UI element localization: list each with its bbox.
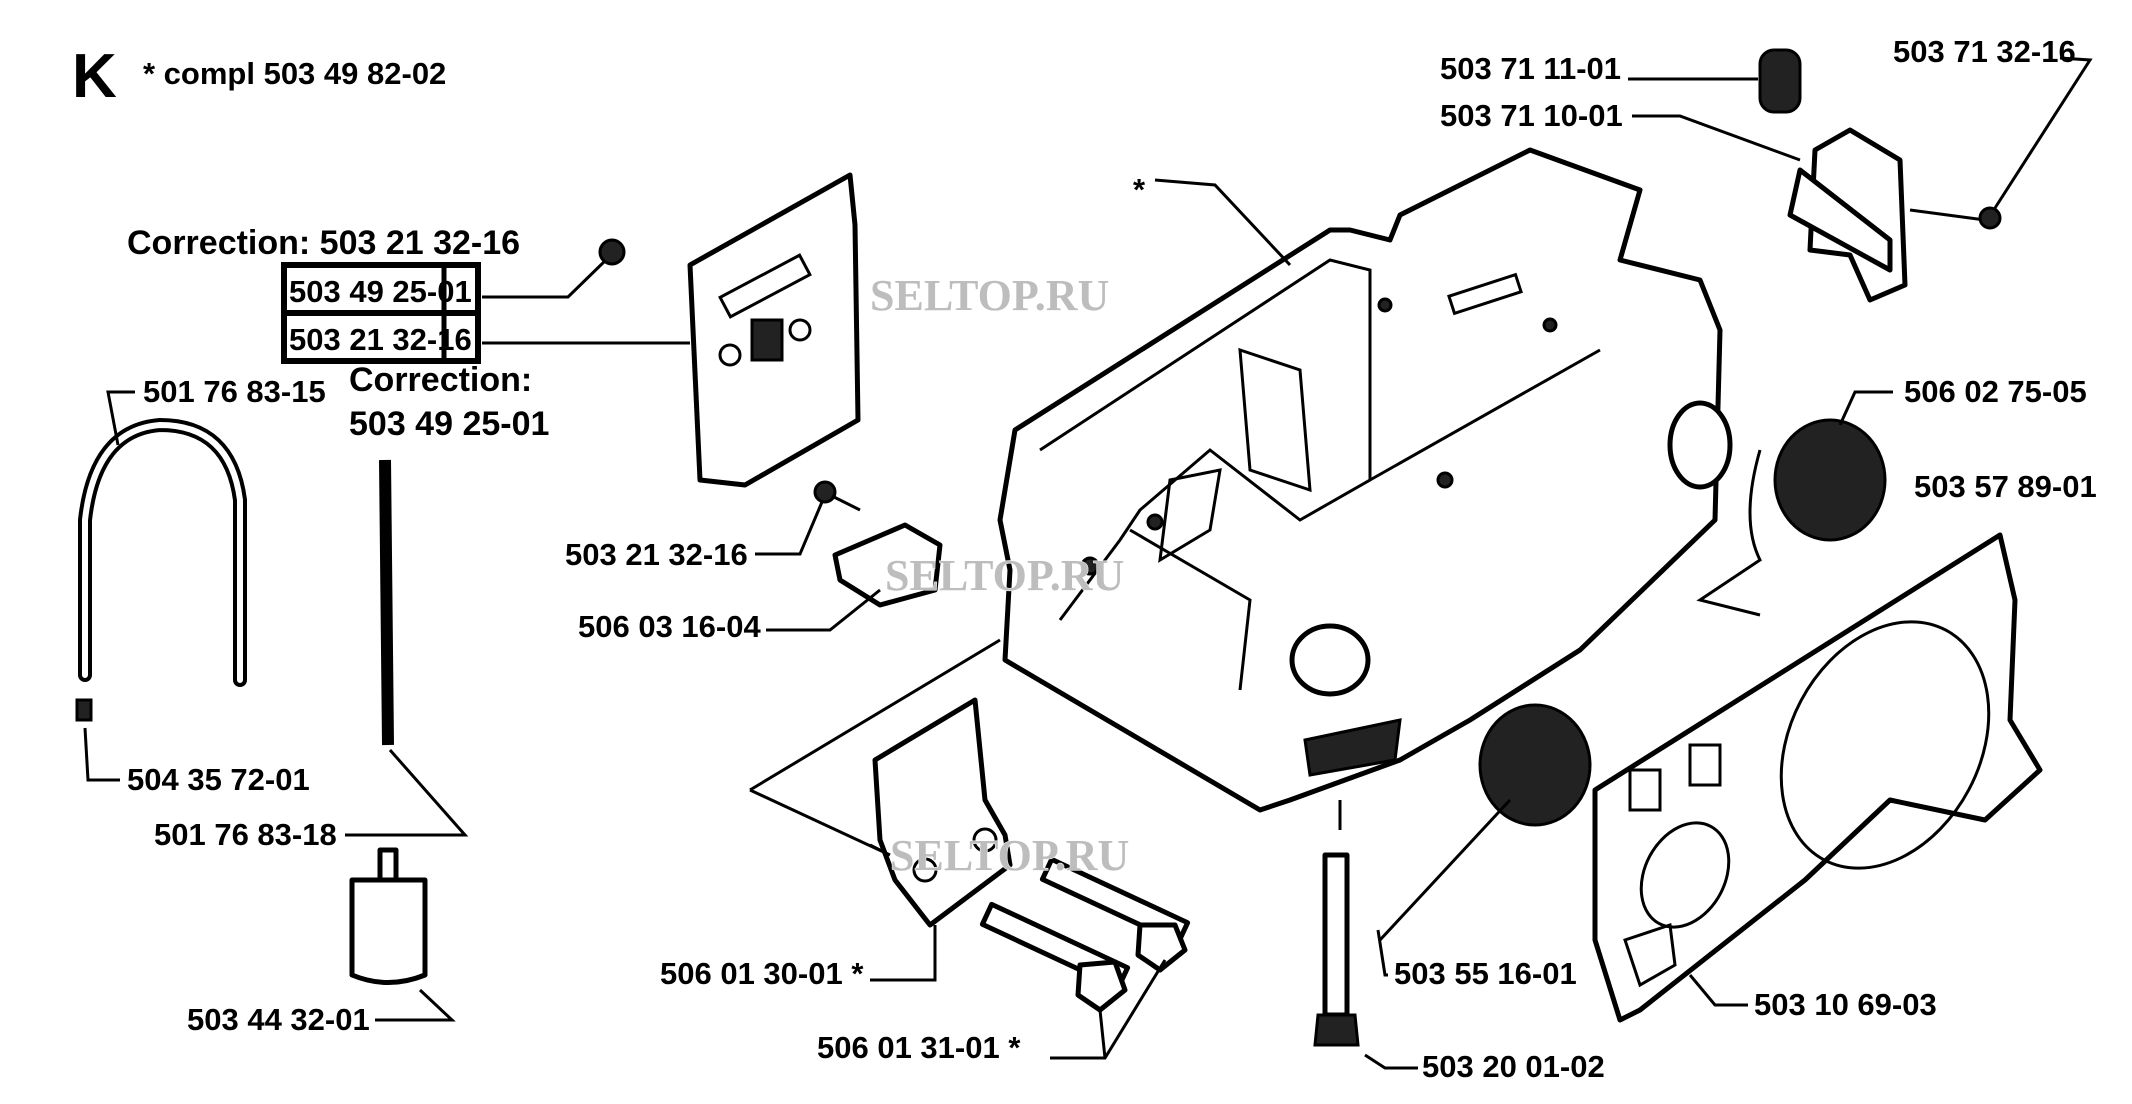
leader-line <box>1993 56 2093 209</box>
correction-box-row-2: 503 21 32-16 <box>289 322 472 357</box>
watermark: SELTOP.RU <box>885 551 1124 600</box>
leader-line <box>1688 974 1748 1007</box>
leader-line <box>106 390 135 446</box>
part-label: 506 01 31-01 * <box>817 1030 1021 1065</box>
part-label: 503 71 11-01 <box>1440 51 1621 86</box>
fuel-filter <box>349 847 428 985</box>
leader-line <box>375 988 456 1022</box>
watermark: SELTOP.RU <box>870 271 1109 320</box>
part-label: 503 57 89-01 <box>1914 469 2097 504</box>
leader-line <box>870 925 937 982</box>
part-label: 503 21 32-16 <box>565 537 748 572</box>
correction-side-value: 503 49 25-01 <box>349 405 549 443</box>
leader-line <box>1632 114 1801 162</box>
filter-screen <box>1478 703 1592 827</box>
part-label: 501 76 83-15 <box>143 374 326 409</box>
leader-line <box>1378 798 1512 942</box>
leader-line <box>482 256 610 299</box>
part-label: 503 44 32-01 <box>187 1002 370 1037</box>
cover-gasket-plate <box>1478 532 2043 1023</box>
leader-line <box>1364 1053 1418 1070</box>
assembly-note: * compl 503 49 82-02 <box>143 56 446 91</box>
housing-marker: * <box>1133 172 1146 207</box>
leader-line <box>755 501 824 556</box>
part-label: 503 71 32-16 <box>1893 34 2076 69</box>
spring-clip <box>1696 449 1762 617</box>
filter-screen <box>1773 418 1887 542</box>
part-label: 504 35 72-01 <box>127 762 310 797</box>
guide-plate <box>598 172 861 488</box>
section-letter: K <box>72 42 117 111</box>
part-label: 503 71 10-01 <box>1440 98 1623 133</box>
leader-line <box>1838 390 1893 426</box>
part-label: 506 03 16-04 <box>578 609 761 644</box>
leader-line <box>766 588 881 632</box>
leader-line <box>1154 178 1292 267</box>
leader-line <box>83 727 120 782</box>
part-label: 501 76 83-18 <box>154 817 337 852</box>
bracket-and-bolts <box>872 697 1191 1013</box>
part-label: 506 02 75-05 <box>1904 374 2087 409</box>
impulse-hose <box>379 459 394 746</box>
part-label: 503 10 69-03 <box>1754 987 1937 1022</box>
leader-line <box>1376 929 1388 977</box>
correction-side-title: Correction: <box>349 361 532 399</box>
correction-top: Correction: 503 21 32-16 <box>127 224 520 262</box>
correction-box: 503 49 25-01 503 21 32-16 <box>281 262 481 364</box>
long-bolt <box>1313 852 1360 1047</box>
part-label: 503 55 16-01 <box>1394 956 1577 991</box>
clutch-cover-housing <box>997 147 1733 813</box>
leader-line <box>749 788 891 857</box>
part-label: 503 20 01-02 <box>1422 1049 1605 1084</box>
part-label: 506 01 30-01 * <box>660 956 864 991</box>
leader-line <box>1098 1009 1107 1059</box>
chain-catcher-parts <box>1758 48 2002 303</box>
watermark: SELTOP.RU <box>890 831 1129 880</box>
correction-box-row-1: 503 49 25-01 <box>289 274 472 309</box>
leader-line <box>749 638 1001 792</box>
fuel-hose <box>75 417 247 722</box>
chain-tensioner <box>813 480 943 608</box>
leader-line <box>345 749 469 837</box>
